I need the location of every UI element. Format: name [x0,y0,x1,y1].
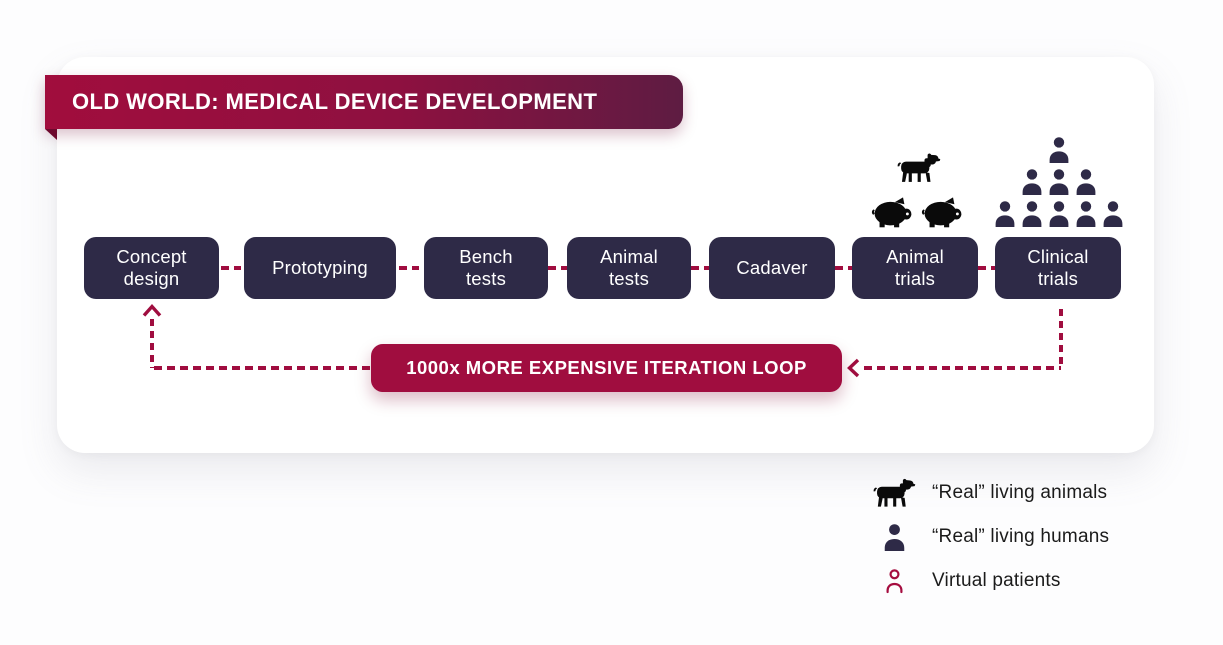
cow-icon [870,478,918,509]
pig-icon [871,195,912,228]
legend: “Real” living animals “Real” living huma… [870,478,1109,596]
stage-label: Prototyping [272,256,368,278]
stage-animal-trials: Animal trials [852,237,978,299]
stage-prototyping: Prototyping [244,237,396,299]
person-icon [993,201,1017,227]
stage-label: Concept design [116,245,187,289]
stage-label: Bench tests [459,245,513,289]
person-icon [870,524,918,551]
person-icon [1020,169,1044,195]
iteration-loop-badge: 1000x MORE EXPENSIVE ITERATION LOOP [371,344,842,392]
stage-label: Clinical trials [1027,245,1089,289]
pig-icon [921,195,962,228]
iteration-loop-label: 1000x MORE EXPENSIVE ITERATION LOOP [406,357,807,378]
connector-dash [691,266,711,270]
stage-label: Animal trials [886,245,944,289]
loop-line-right-horizontal [864,366,1061,370]
ribbon-fold [45,129,57,140]
legend-row-real-animals: “Real” living animals [870,478,1109,508]
arrow-up-icon [142,303,162,317]
connector-dash [978,266,998,270]
stage-cadaver: Cadaver [709,237,835,299]
connector-dash [548,266,568,270]
legend-row-real-humans: “Real” living humans [870,522,1109,552]
person-icon [1047,169,1071,195]
person-icon [1101,201,1125,227]
legend-label: “Real” living humans [932,526,1110,547]
connector-dash [835,266,855,270]
stage-bench-tests: Bench tests [424,237,548,299]
title-banner: OLD WORLD: MEDICAL DEVICE DEVELOPMENT [45,75,683,129]
pyramid-row [1047,137,1071,163]
legend-row-virtual-patients: Virtual patients [870,566,1109,596]
person-icon [1020,201,1044,227]
loop-line-left-vertical [150,319,154,368]
connector-dash [399,266,419,270]
stage-label: Animal tests [600,245,658,289]
person-icon [1074,169,1098,195]
person-icon [1074,201,1098,227]
stage-label: Cadaver [736,256,808,278]
person-icon [1047,137,1071,163]
stage-clinical-trials: Clinical trials [995,237,1121,299]
cow-icon [897,152,941,185]
page-title: OLD WORLD: MEDICAL DEVICE DEVELOPMENT [72,89,598,114]
loop-line-left-horizontal [154,366,371,370]
loop-line-right-vertical [1059,309,1063,367]
person-icon [1047,201,1071,227]
arrow-left-icon [847,358,860,378]
people-pyramid [993,137,1125,227]
person-outline-icon [870,568,918,594]
stage-concept-design: Concept design [84,237,219,299]
pyramid-row [1020,169,1098,195]
pyramid-row [993,201,1125,227]
legend-label: “Real” living animals [932,482,1108,503]
stage-animal-tests: Animal tests [567,237,691,299]
legend-label: Virtual patients [932,570,1061,591]
connector-dash [221,266,241,270]
